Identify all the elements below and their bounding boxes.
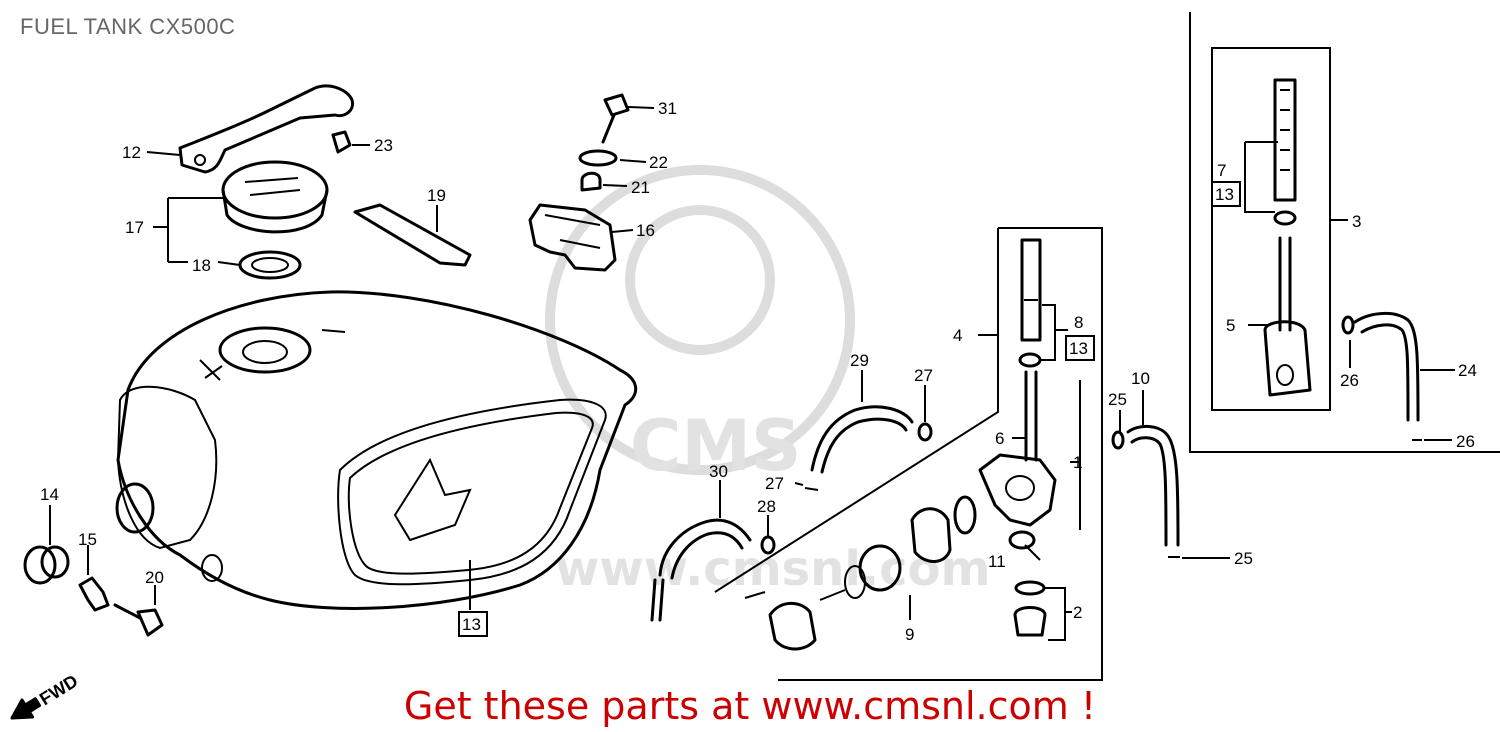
diagram-title: FUEL TANK CX500C bbox=[20, 14, 236, 39]
callout-27-lower: 27 bbox=[765, 474, 784, 493]
callout-25-upper: 25 bbox=[1108, 390, 1127, 409]
callout-8: 8 bbox=[1074, 313, 1083, 332]
callout-28: 28 bbox=[757, 497, 776, 516]
petcock-assembly bbox=[714, 227, 1103, 681]
callout-1: 1 bbox=[1073, 453, 1082, 472]
callout-15: 15 bbox=[78, 530, 97, 549]
callout-20: 20 bbox=[145, 568, 164, 587]
callout-19: 19 bbox=[427, 186, 446, 205]
callout-21: 21 bbox=[631, 178, 650, 197]
callout-16: 16 bbox=[636, 221, 655, 240]
callout-27-upper: 27 bbox=[914, 366, 933, 385]
rear-mount-parts bbox=[23, 545, 164, 637]
callout-10: 10 bbox=[1131, 369, 1150, 388]
callout-13-petcock: 13 bbox=[1069, 339, 1088, 358]
callout-29: 29 bbox=[850, 351, 869, 370]
callout-3: 3 bbox=[1352, 212, 1361, 231]
callout-13-tank: 13 bbox=[462, 615, 481, 634]
callout-labels: 1 2 3 4 5 6 7 8 9 10 11 12 13 13 13 14 1… bbox=[40, 99, 1477, 644]
leader-lines bbox=[49, 106, 1455, 641]
callout-13-inset: 13 bbox=[1215, 185, 1234, 204]
overflow-hose bbox=[1111, 425, 1180, 558]
fuel-cap bbox=[221, 160, 329, 280]
breather-hose bbox=[810, 405, 933, 474]
callout-12: 12 bbox=[122, 143, 141, 162]
decal-plate bbox=[353, 203, 472, 267]
mount-hardware bbox=[528, 93, 630, 272]
callout-22: 22 bbox=[649, 153, 668, 172]
callout-4: 4 bbox=[953, 326, 962, 345]
callout-6: 6 bbox=[995, 429, 1004, 448]
tank-bracket bbox=[178, 84, 355, 174]
callout-26-upper: 26 bbox=[1340, 371, 1359, 390]
callout-25-lower: 25 bbox=[1234, 549, 1253, 568]
callout-30: 30 bbox=[709, 462, 728, 481]
callout-7: 7 bbox=[1217, 161, 1226, 180]
fuel-tank bbox=[115, 290, 638, 610]
callout-11: 11 bbox=[988, 552, 1006, 571]
callout-2: 2 bbox=[1073, 603, 1082, 622]
callout-23: 23 bbox=[374, 136, 393, 155]
callout-18: 18 bbox=[192, 256, 211, 275]
callout-5: 5 bbox=[1226, 316, 1235, 335]
parts-cta-link[interactable]: Get these parts at www.cmsnl.com ! bbox=[403, 684, 1097, 728]
watermark-brand: CMS bbox=[630, 405, 801, 487]
callout-14: 14 bbox=[40, 485, 59, 504]
boxed-callout-markers bbox=[458, 181, 1241, 637]
callout-26-lower: 26 bbox=[1456, 432, 1475, 451]
reserve-petcock-inset bbox=[1189, 12, 1500, 453]
inset-hose bbox=[1341, 312, 1422, 441]
callout-9: 9 bbox=[905, 625, 914, 644]
watermark-face bbox=[625, 205, 775, 355]
callout-17: 17 bbox=[125, 218, 144, 237]
screw-23 bbox=[331, 130, 352, 154]
callout-24: 24 bbox=[1458, 361, 1477, 380]
watermark-ring bbox=[545, 165, 855, 475]
fuel-hose bbox=[650, 487, 819, 622]
callout-31: 31 bbox=[658, 99, 677, 118]
